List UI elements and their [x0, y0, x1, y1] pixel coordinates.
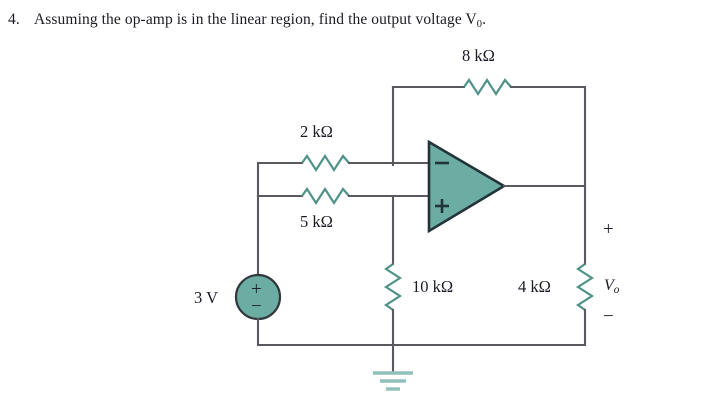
source-minus-sign: −	[251, 296, 262, 317]
shunt-resistor-zigzag	[383, 263, 403, 311]
ground-icon	[373, 371, 413, 391]
question-number: 4.	[8, 11, 20, 28]
inverting-input-branch	[256, 153, 431, 173]
output-voltage-subscript: o	[613, 283, 620, 296]
noninverting-input-resistor-zigzag	[301, 186, 350, 206]
op-amp-symbol	[427, 139, 587, 234]
feedback-resistor-label: 8 kΩ	[462, 46, 495, 65]
source-plus-sign: +	[251, 279, 262, 300]
load-branch	[575, 184, 595, 347]
load-resistor-zigzag	[575, 263, 595, 311]
question-text: 4. Assuming the op-amp is in the linear r…	[8, 10, 710, 35]
inverting-input-resistor-zigzag	[301, 153, 350, 173]
question-subscript: 0	[476, 18, 483, 30]
noninverting-input-resistor-label: 5 kΩ	[300, 212, 333, 231]
output-voltage-symbol: V	[604, 277, 614, 294]
feedback-resistor-zigzag	[463, 77, 512, 97]
shunt-branch	[383, 194, 403, 347]
output-minus-sign: −	[603, 306, 614, 327]
circuit-svg: .wire { stroke: #59595f; stroke-width: 2…	[234, 77, 595, 391]
load-resistor-label: 4 kΩ	[518, 277, 551, 296]
output-plus-sign: +	[603, 219, 614, 240]
circuit-diagram: .wire { stroke: #59595f; stroke-width: 2…	[0, 34, 718, 403]
noninverting-input-branch	[256, 186, 431, 206]
question-period: .	[482, 11, 487, 28]
source-branch	[234, 161, 282, 347]
inverting-input-resistor-label: 2 kΩ	[300, 122, 333, 141]
output-voltage-label: Vo	[604, 277, 619, 296]
feedback-branch	[391, 77, 587, 188]
op-amp-triangle	[427, 139, 507, 234]
question-body: Assuming the op-amp is in the linear reg…	[34, 11, 487, 30]
question-sentence: Assuming the op-amp is in the linear reg…	[34, 11, 477, 28]
voltage-source-label: 3 V	[194, 288, 218, 307]
bottom-rail	[256, 343, 587, 374]
shunt-resistor-label: 10 kΩ	[412, 277, 454, 296]
